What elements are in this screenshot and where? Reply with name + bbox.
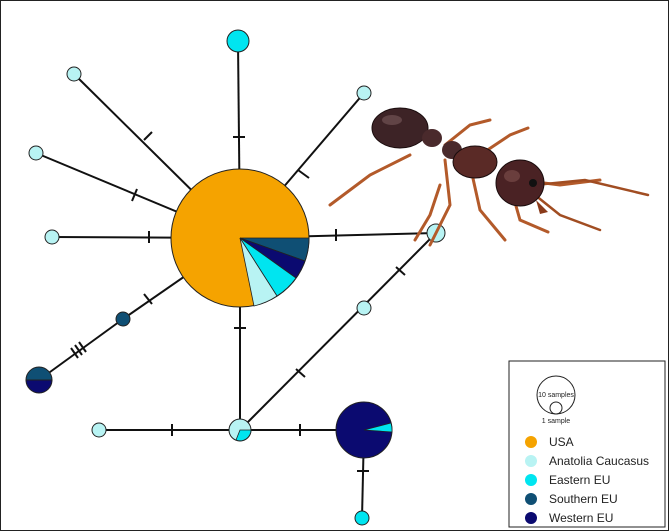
legend-label-usa: USA — [549, 435, 574, 449]
haplotype-node-anatolia — [92, 423, 106, 437]
haplotype-node-junction — [229, 419, 251, 441]
legend-label-western-eu: Western EU — [549, 511, 613, 525]
haplotype-node-anatolia — [67, 67, 81, 81]
haplotype-node-southern-eu — [116, 312, 130, 326]
haplotype-node-eastern-eu — [227, 30, 249, 52]
legend-size-label-large: 10 samples — [538, 392, 574, 399]
haplotype-node-usa — [171, 169, 309, 307]
legend-size-label-small: 1 sample — [542, 418, 571, 425]
legend-swatch-southern-eu — [525, 493, 537, 505]
legend: 10 samples 1 sample USA Anatolia Caucasu… — [509, 361, 665, 527]
haplotype-node-anatolia — [357, 301, 371, 315]
legend-label-southern-eu: Southern EU — [549, 492, 618, 506]
haplotype-node-anatolia — [45, 230, 59, 244]
haplotype-node-anatolia — [29, 146, 43, 160]
legend-swatch-eastern-eu — [525, 474, 537, 486]
legend-swatch-western-eu — [525, 512, 537, 524]
legend-swatch-anatolia-caucasus — [525, 455, 537, 467]
haplotype-node-eastern-eu — [355, 511, 369, 525]
legend-swatch-usa — [525, 436, 537, 448]
haplotype-node-anatolia — [357, 86, 371, 100]
haplotype-node-western-eu — [336, 402, 392, 458]
haplotype-node-southern-western — [26, 367, 52, 393]
legend-label-anatolia-caucasus: Anatolia Caucasus — [549, 454, 649, 468]
legend-label-eastern-eu: Eastern EU — [549, 473, 610, 487]
